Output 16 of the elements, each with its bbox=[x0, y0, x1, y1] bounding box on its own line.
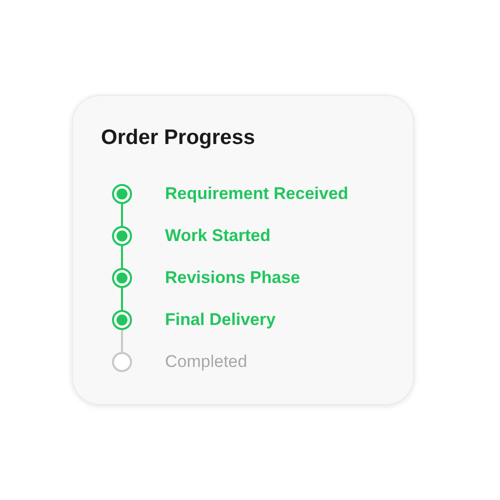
completed-step-icon bbox=[111, 267, 133, 289]
card-title: Order Progress bbox=[101, 126, 256, 150]
card-background bbox=[72, 95, 414, 405]
step-label: Revisions Phase bbox=[165, 267, 300, 289]
timeline-connector bbox=[121, 246, 123, 268]
timeline-connector bbox=[121, 288, 123, 310]
completed-step-icon bbox=[111, 225, 133, 247]
timeline-connector bbox=[121, 204, 123, 226]
completed-step-icon bbox=[111, 309, 133, 331]
step-label: Completed bbox=[165, 351, 248, 373]
step-label: Work Started bbox=[165, 225, 270, 247]
step-label: Final Delivery bbox=[165, 309, 276, 331]
completed-step-icon bbox=[111, 183, 133, 205]
timeline-connector bbox=[121, 330, 123, 352]
pending-step-icon bbox=[111, 351, 133, 373]
step-label: Requirement Received bbox=[165, 183, 348, 205]
